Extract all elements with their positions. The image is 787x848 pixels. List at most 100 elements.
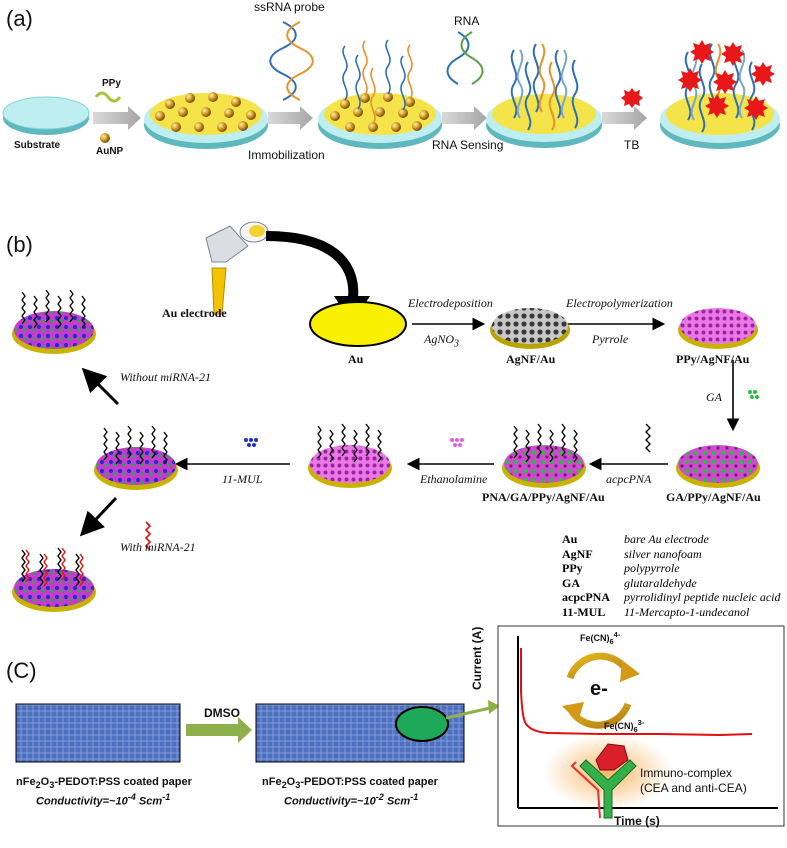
aunp-ball [100, 133, 110, 143]
cond1-pre: Conductivity=~10 [36, 795, 128, 808]
panel-c-label: (C) [6, 658, 37, 683]
paper1-post: -PEDOT:PSS coated paper [54, 776, 192, 788]
agno3-sub: 3 [454, 338, 459, 350]
cond2-sup2: -1 [410, 792, 419, 802]
current-curve [520, 648, 753, 737]
legend-row: GA glutaraldehyde [562, 576, 781, 591]
paper1-pre: nFe [16, 776, 36, 788]
ssrna-probe-helix [269, 21, 314, 101]
cea-antigen [595, 743, 629, 771]
substrate-label: Substrate [14, 140, 61, 151]
cond2-label: Conductivity=~10-2 Scm-1 [284, 792, 418, 808]
antibody-icon [570, 759, 637, 819]
paper1-sub: 2 [35, 780, 41, 791]
aunp-label: AuNP [96, 146, 124, 157]
arrow-without [81, 367, 120, 406]
ga-dots [748, 390, 759, 399]
electrodeposition-label: Electrodeposition [408, 296, 493, 310]
ethanolamine-label: Ethanolamine [420, 472, 488, 486]
spot-to-plot-arrow [445, 706, 491, 720]
electropolymerization-label: Electropolymerization [566, 296, 673, 310]
legend-row: PPy polypyrrole [562, 561, 781, 576]
paper2-label: nFe2O3-PEDOT:PSS coated paper [262, 776, 438, 790]
rna-sensing-label: RNA Sensing [432, 138, 504, 152]
cond1-sup: -4 [127, 792, 136, 802]
disk-aunp [144, 92, 268, 149]
mul-disk [94, 425, 178, 490]
ppy-agnf-au-label: PPy/AgNF/Au [676, 352, 750, 366]
au-electrode-label: Au electrode [162, 306, 227, 320]
pyrrole-label: Pyrrole [592, 332, 629, 346]
fe-bot-sub: 6 [633, 724, 638, 734]
legend-desc: silver nanofoam [624, 546, 702, 561]
disk-probes [318, 39, 442, 149]
paper1-label: nFe2O3-PEDOT:PSS coated paper [16, 776, 192, 790]
process-arrows-a [93, 106, 647, 130]
paper1-sub2: 3 [49, 780, 55, 791]
paper2-mid: O [286, 776, 296, 788]
legend-desc: polypyrrole [624, 561, 680, 575]
spot-to-plot-arrowhead [488, 700, 500, 714]
ga-ppy-label: GA/PPy/AgNF/Au [666, 490, 761, 504]
mirna-squiggle [144, 521, 152, 551]
immuno-glow [544, 734, 672, 810]
with-label: With miRNA-21 [120, 540, 196, 554]
arrow-with [79, 496, 118, 537]
pipette [205, 221, 269, 315]
cond1-label: Conductivity=~10-4 Scm-1 [36, 792, 170, 808]
legend-row: 11-MUL 11-Mercapto-1-undecanol [562, 605, 781, 620]
agno3-label: AgNO3 [424, 332, 459, 349]
without-label: Without miRNA-21 [120, 370, 211, 384]
ethanolamine-dots [450, 438, 464, 447]
paper2-sub: 2 [281, 780, 287, 791]
legend-abbr: 11-MUL [562, 604, 606, 619]
immuno-label-1: Immuno-complex [640, 766, 733, 780]
acpcpna-squiggle [645, 423, 651, 453]
immuno-label-2: (CEA and anti-CEA) [640, 781, 747, 795]
legend-abbr: GA [562, 575, 580, 590]
fe-bot-label: Fe(CN)63- [604, 718, 644, 734]
rna-helix [446, 31, 484, 85]
panel-b-label: (b) [6, 232, 33, 257]
cond1-sup2: -1 [162, 792, 171, 802]
ga-disk [676, 445, 760, 488]
fe-top-text: Fe(CN) [580, 633, 610, 643]
without-disk [12, 289, 96, 354]
ga-step-label: GA [706, 390, 722, 404]
fe-top-sup: 4- [613, 630, 621, 639]
x-axis-label: Time (s) [614, 814, 660, 828]
legend-desc: pyrrolidinyl peptide nucleic acid [624, 590, 781, 604]
au-disk [309, 301, 407, 347]
fe-top-sub: 6 [609, 636, 614, 646]
ppy-label-a: PPy [102, 78, 121, 89]
legend-abbr: Au [562, 532, 578, 546]
cond1-post: Scm [135, 795, 163, 808]
au-label: Au [348, 352, 364, 366]
mul-dots [244, 438, 258, 447]
legend-abbr: PPy [562, 561, 583, 575]
legend-desc: 11-Mercapto-1-undecanol [624, 604, 750, 619]
immobilization-label: Immobilization [248, 148, 325, 162]
redox-cycle [562, 652, 640, 729]
paper-before [15, 703, 181, 763]
pna-ga-label: PNA/GA/PPy/AgNF/Au [482, 490, 605, 504]
ppy-squiggle [94, 91, 122, 103]
rna-label: RNA [454, 14, 480, 28]
paper2-sub2: 3 [295, 780, 301, 791]
legend-desc: glutaraldehyde [624, 575, 697, 590]
paper1-mid: O [40, 776, 50, 788]
substrate-disk [2, 96, 90, 135]
cond2-post: Scm [383, 795, 411, 808]
dmso-arrow [186, 717, 252, 743]
agnf-disk [490, 308, 570, 349]
fe-bot-sup: 3- [637, 718, 645, 727]
eth-disk [308, 423, 392, 488]
acpcpna-step-label: acpcPNA [606, 472, 652, 486]
agno3-text: AgNO [424, 332, 454, 346]
with-disk [12, 547, 96, 612]
disk-tb [660, 40, 780, 149]
